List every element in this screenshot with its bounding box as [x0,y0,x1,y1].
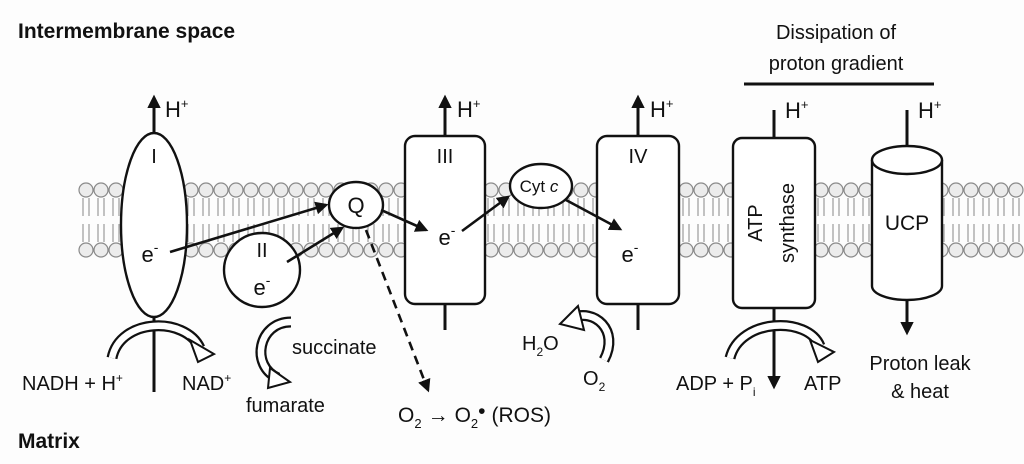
dissipation-heading-line1: Dissipation of [776,22,897,44]
electron-label-III: e- [439,222,456,250]
complex-IV: IV H+ e- [595,94,681,330]
intermembrane-heading: Intermembrane space [18,20,235,43]
ucp-cylinder-top [870,144,944,176]
proton-label-ucp: H+ [918,97,941,123]
adp-label: ADP + Pi [676,373,756,399]
Q-label: Q [347,193,364,218]
water-label: H2O [522,333,559,359]
succinate-label: succinate [292,337,377,359]
atp-synthase: H+ ATP synthase [731,97,817,390]
proton-label-I: H+ [165,96,188,122]
complex-IV-box [595,134,681,306]
arrow-I-to-Q [169,201,329,254]
dissipation-heading-line2: proton gradient [769,53,904,75]
arrow-Q-to-ROS-dashed [364,229,431,393]
electron-flow [169,195,623,393]
arrow-III-to-cytc [461,195,511,233]
complex-I: I H+ e- [119,94,189,392]
atp-curve-head [808,337,837,364]
arrow-II-to-Q [286,226,345,264]
arrow-cytc-to-IV [565,198,623,231]
oxygen-label: O2 [583,368,606,394]
fumarate-label: fumarate [246,395,325,417]
ucp-channel: UCP H+ [870,97,944,336]
atp-label: ATP [804,373,841,395]
ros-label: O2→O2•(ROS) [398,400,551,431]
nadh-curve-fill [108,322,203,359]
complex-IV-label: IV [629,146,649,168]
matrix-heading: Matrix [18,430,80,453]
complex-III: III H+ e- [403,94,487,330]
ucp-label: UCP [885,212,929,235]
succinate-curve-head [266,366,293,390]
atp-synthase-box [731,136,817,310]
heat-label: & heat [891,381,949,403]
nadh-curve-head [188,337,217,364]
proton-leak-label: Proton leak [869,353,971,375]
electron-label-II: e- [254,272,271,300]
atp-synthase-label-1: ATP [745,204,767,241]
nad-label: NAD+ [182,371,231,395]
proton-label-III: H+ [457,96,480,122]
complex-I-ellipse [119,131,189,319]
water-curve-head [558,304,586,332]
complex-II-ellipse [222,231,302,309]
ucp-cylinder-body [870,160,944,302]
proton-label-IV: H+ [650,96,673,122]
arrow-Q-to-III [380,208,429,232]
ubiquinone-Q: Q [327,180,385,230]
Q-circle [327,180,385,230]
atp-synthase-label-2: synthase [777,183,799,263]
cyt-c-label: Cyt c [520,177,559,196]
nadh-label: NADH + H+ [22,371,123,395]
cyt-c-ellipse [508,162,574,210]
electron-label-IV: e- [622,239,639,267]
electron-label-I: e- [142,239,159,267]
complex-II: II e- [222,231,302,309]
cytochrome-c: Cyt c [508,162,574,210]
complex-I-label: I [151,146,157,168]
complex-II-label: II [256,240,267,262]
atp-curve-fill [726,322,824,360]
proton-label-atp: H+ [785,97,808,123]
complex-III-label: III [437,146,454,168]
reaction-arrows [106,304,837,390]
